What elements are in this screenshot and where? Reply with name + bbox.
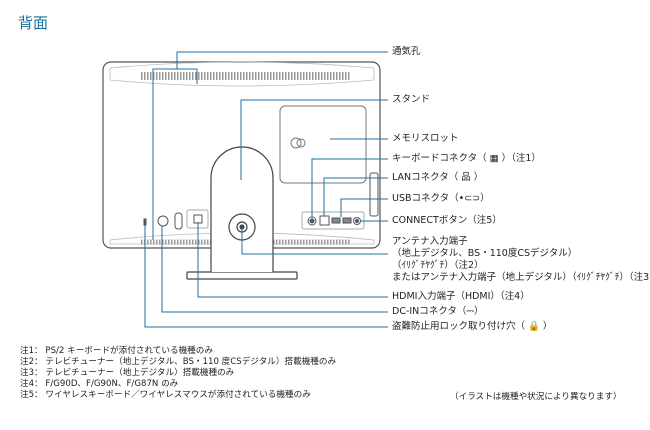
label-stand: スタンド <box>392 94 431 105</box>
illustration-disclaimer: （イラストは機種や状況により異なります） <box>450 392 622 402</box>
label-lock-hole: 盗難防止用ロック取り付け穴（ 🔒 ） <box>392 321 553 332</box>
label-usb-connector: USBコネクタ（•⊂⊃） <box>392 193 490 204</box>
label-lan-connector: LANコネクタ（ 品 ） <box>392 172 484 183</box>
note-2: 注2： テレビチューナー（地上デジタル、BS・110 度CSデジタル）搭載機種の… <box>20 357 337 367</box>
note-3: 注3： テレビチューナー（地上デジタル）搭載機種のみ <box>20 368 235 378</box>
side-tab <box>369 172 379 217</box>
label-memory-slot: メモリスロット <box>392 133 459 144</box>
label-antenna-1: アンテナ入力端子 <box>392 236 468 247</box>
memory-slot-cover <box>279 105 367 184</box>
label-antenna-2: （地上デジタル、BS・110度CSデジタル） <box>392 248 578 259</box>
note-4: 注4： F/G90D、F/G90N、F/G87N のみ <box>20 379 179 389</box>
label-connect-button: CONNECTボタン（注5） <box>392 215 502 226</box>
callout-lines <box>144 51 388 328</box>
label-antenna-3: （ｲﾘｸﾞﾁﾔｸﾞﾁ）（注2） <box>392 260 484 271</box>
label-antenna-4: またはアンテナ入力端子（地上デジタル）（ｲﾘｸﾞﾁﾔｸﾞﾁ）（注3） <box>392 272 650 283</box>
label-vent: 通気孔 <box>392 46 421 57</box>
label-hdmi: HDMI入力端子（HDMI）（注4） <box>392 291 530 302</box>
label-dc-in: DC-INコネクタ（⎓） <box>392 306 484 317</box>
note-1: 注1： PS/2 キーボードが添付されている機種のみ <box>20 346 213 356</box>
note-5: 注5： ワイヤレスキーボード／ワイヤレスマウスが添付されている機種のみ <box>20 390 311 400</box>
section-title: 背面 <box>18 14 49 32</box>
label-keyboard-connector: キーボードコネクタ（ ▦ ）（注1） <box>392 153 541 164</box>
stand <box>186 146 298 280</box>
